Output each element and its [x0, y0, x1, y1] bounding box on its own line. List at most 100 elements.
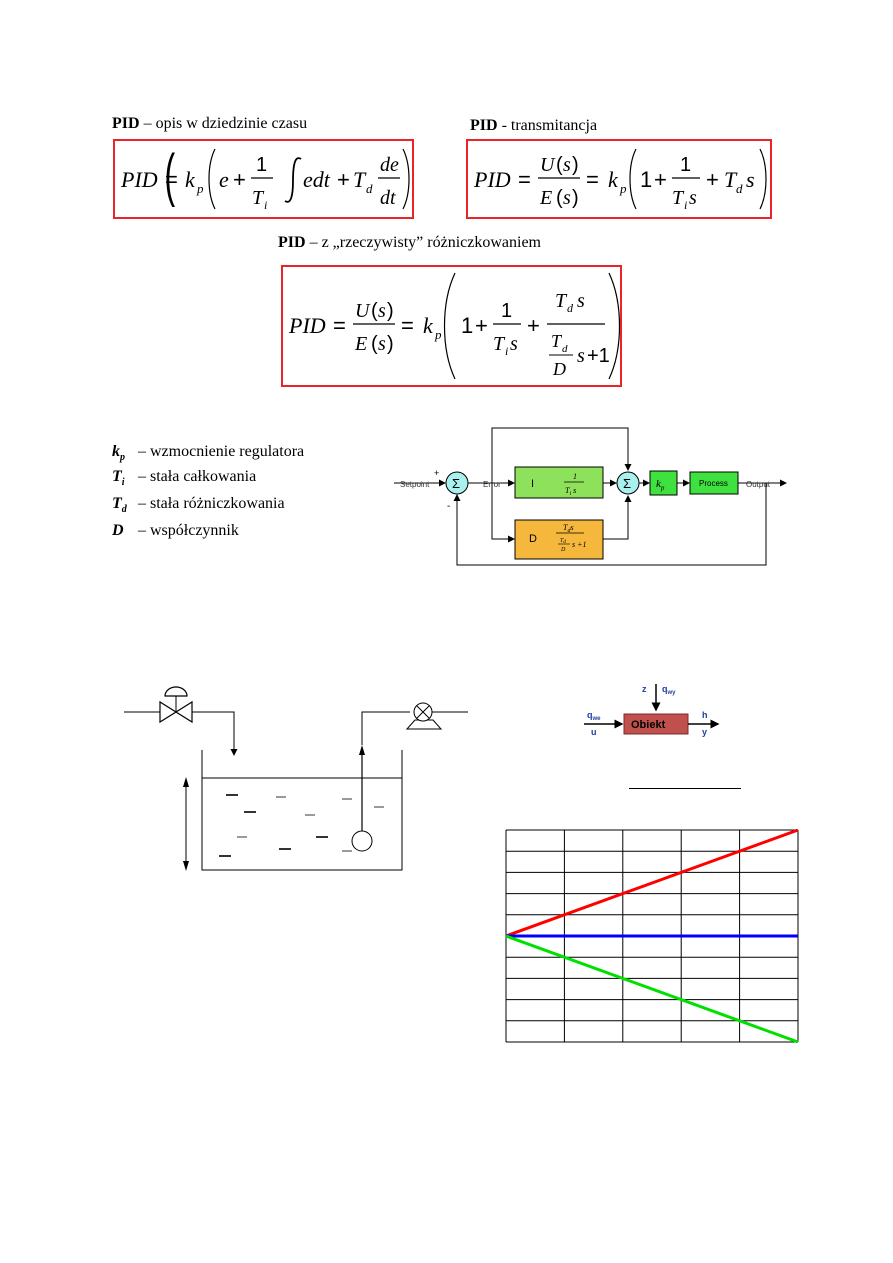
svg-text:dt: dt: [380, 187, 396, 209]
svg-text:p: p: [434, 327, 442, 342]
z-label: z: [642, 684, 647, 694]
svg-text:U: U: [355, 300, 371, 322]
svg-text:+: +: [527, 313, 540, 338]
output-label: Output: [746, 480, 771, 489]
svg-text:1: 1: [640, 167, 652, 192]
gain-block: [649, 470, 678, 496]
q-wy-sub: wy: [667, 690, 677, 696]
formula-time-domain-math: PID = k p ( e + 1 T i edt + T d de dt: [120, 143, 410, 212]
svg-text:edt: edt: [303, 167, 331, 192]
svg-text:s: s: [378, 300, 386, 322]
svg-text:i: i: [505, 344, 508, 358]
svg-text:1: 1: [680, 154, 691, 176]
formula-transfer: PID = U(s) E(s) = k p 1 + 1 T i s + T d …: [466, 139, 772, 219]
svg-text:): ): [572, 154, 579, 176]
svg-text:p: p: [196, 181, 204, 196]
plus-sign: +: [434, 468, 439, 478]
svg-text:1: 1: [256, 154, 267, 176]
svg-text:E: E: [539, 187, 552, 209]
svg-text:d: d: [567, 301, 574, 315]
legend-kp: kp– wzmocnienie regulatora: [112, 443, 305, 464]
svg-text:T: T: [672, 187, 685, 209]
u-label: u: [591, 727, 597, 737]
minus-sign: -: [447, 501, 450, 512]
svg-text:+: +: [654, 167, 667, 192]
svg-text:T: T: [252, 187, 265, 209]
integral-block: [514, 466, 604, 499]
h-label: h: [702, 710, 708, 720]
svg-text:=: =: [333, 313, 346, 338]
svg-text:D: D: [560, 547, 566, 553]
svg-text:1: 1: [501, 300, 512, 322]
svg-text:): ): [387, 333, 394, 355]
setpoint-label: Setpoint: [400, 480, 430, 489]
svg-text:s: s: [577, 290, 585, 312]
svg-text:T: T: [551, 331, 563, 351]
heading-transfer: PID - transmitancja: [470, 117, 598, 134]
svg-text:s: s: [577, 345, 585, 367]
sum-symbol-2: Σ: [623, 476, 631, 491]
svg-text:k: k: [185, 167, 196, 192]
heading-real-derivative: PID – z „rzeczywisty” różniczkowaniem: [278, 234, 541, 251]
svg-text:s: s: [563, 187, 571, 209]
separator-line: [629, 788, 741, 789]
svg-text:p: p: [619, 181, 627, 196]
svg-text:e: e: [219, 167, 229, 192]
series-line-2: [505, 934, 799, 1043]
svg-text:): ): [387, 300, 394, 322]
svg-text:s: s: [689, 187, 697, 209]
svg-text:E: E: [354, 333, 367, 355]
legend-ti: Ti– stała całkowania: [112, 468, 257, 489]
svg-text:=: =: [165, 167, 178, 192]
formula-real-derivative: PID = U(s) E(s) = k p 1 + 1 T i s + T d …: [281, 265, 622, 387]
svg-text:(: (: [371, 333, 378, 355]
legend-d: D– współczynnik: [112, 522, 239, 539]
svg-text:+: +: [337, 167, 350, 192]
tank: [201, 750, 403, 871]
svg-text:+1: +1: [587, 345, 610, 367]
svg-text:qwy: qwy: [662, 684, 676, 696]
pid-block-diagram: Setpoint + - Σ Error I 1 Ti s D Tds Td D…: [394, 427, 787, 566]
integral-label: I: [531, 478, 534, 490]
svg-text:s +1: s +1: [572, 540, 587, 549]
formula-time-domain: PID = k p ( e + 1 T i edt + T d de dt: [113, 139, 414, 219]
svg-text:T: T: [724, 167, 738, 192]
svg-text:i: i: [264, 198, 267, 212]
svg-text:+: +: [233, 167, 246, 192]
q-wy-label: q: [662, 684, 668, 694]
svg-text:T: T: [493, 333, 506, 355]
svg-text:1: 1: [573, 472, 577, 481]
svg-text:U: U: [540, 154, 556, 176]
svg-text:(: (: [165, 143, 176, 207]
svg-text:s: s: [563, 154, 571, 176]
formula-transfer-math: PID = U(s) E(s) = k p 1 + 1 T i s + T d …: [473, 148, 767, 212]
svg-text:s: s: [746, 167, 755, 192]
svg-text:s: s: [510, 333, 518, 355]
svg-text:Tds: Tds: [563, 523, 574, 534]
svg-text:PID: PID: [473, 167, 511, 192]
svg-text:(: (: [556, 187, 563, 209]
process-label: Process: [699, 479, 728, 488]
svg-text:=: =: [586, 167, 599, 192]
tank-diagram: [124, 686, 468, 871]
svg-text:k: k: [423, 313, 434, 338]
gain-sub: p: [660, 484, 665, 492]
object-label: Obiekt: [631, 719, 666, 731]
svg-text:1: 1: [461, 313, 473, 338]
legend-td: Td– stała różniczkowania: [112, 495, 285, 516]
svg-text:T: T: [353, 167, 367, 192]
svg-text:): ): [572, 187, 579, 209]
y-label: y: [702, 727, 707, 737]
svg-text:=: =: [401, 313, 414, 338]
svg-text:d: d: [736, 181, 743, 196]
svg-text:(: (: [556, 154, 563, 176]
svg-text:Td: Td: [560, 538, 566, 545]
svg-text:=: =: [518, 167, 531, 192]
svg-text:Ti s: Ti s: [565, 486, 576, 497]
svg-text:i: i: [684, 198, 687, 212]
svg-text:d: d: [562, 343, 568, 355]
svg-text:T: T: [555, 290, 568, 312]
formula-real-derivative-math: PID = U(s) E(s) = k p 1 + 1 T i s + T d …: [288, 272, 621, 380]
line-chart: [505, 829, 799, 1043]
svg-text:(: (: [371, 300, 378, 322]
